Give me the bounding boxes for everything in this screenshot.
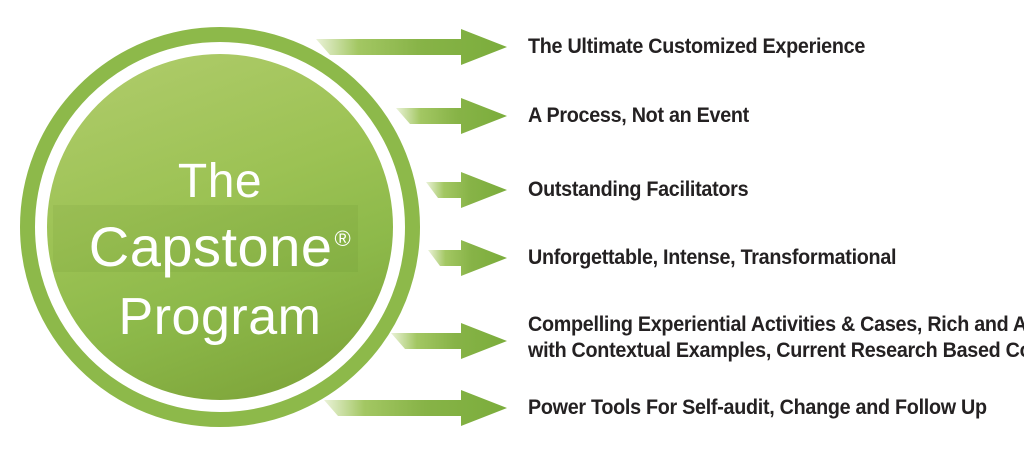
feature-label-line: Compelling Experiential Activities & Cas… <box>528 313 1024 336</box>
arrow-icon <box>426 172 507 208</box>
arrow-icon <box>428 240 507 276</box>
arrow-icon <box>324 390 507 426</box>
feature-label-power-tools: Power Tools For Self-audit, Change and F… <box>528 395 987 421</box>
feature-label-line: The Ultimate Customized Experience <box>528 35 866 58</box>
feature-label-compelling-experiential-activities: Compelling Experiential Activities & Cas… <box>528 312 1024 364</box>
feature-label-line: A Process, Not an Event <box>528 104 749 127</box>
badge-line-the: The <box>177 155 263 208</box>
arrow-icon <box>316 29 507 65</box>
capstone-badge: The Capstone® Program <box>20 27 420 427</box>
feature-label-outstanding-facilitators: Outstanding Facilitators <box>528 177 749 203</box>
feature-label-line: Power Tools For Self-audit, Change and F… <box>528 396 987 419</box>
badge-line-capstone: Capstone® <box>47 214 393 279</box>
feature-label-line: with Contextual Examples, Current Resear… <box>528 339 1024 362</box>
badge-line-program: Program <box>118 288 322 346</box>
registered-trademark-icon: ® <box>334 226 352 252</box>
feature-label-process-not-event: A Process, Not an Event <box>528 103 749 129</box>
feature-label-unforgettable-intense-transformational: Unforgettable, Intense, Transformational <box>528 245 897 271</box>
badge-highlight-band <box>53 205 358 272</box>
feature-label-ultimate-customized-experience: The Ultimate Customized Experience <box>528 34 865 60</box>
arrow-icon <box>391 323 507 359</box>
badge-capstone-word: Capstone <box>88 215 333 278</box>
badge-inner-circle: The Capstone® Program <box>47 54 393 400</box>
arrow-icon <box>396 98 507 134</box>
feature-label-line: Outstanding Facilitators <box>528 178 749 201</box>
feature-label-line: Unforgettable, Intense, Transformational <box>528 246 897 269</box>
